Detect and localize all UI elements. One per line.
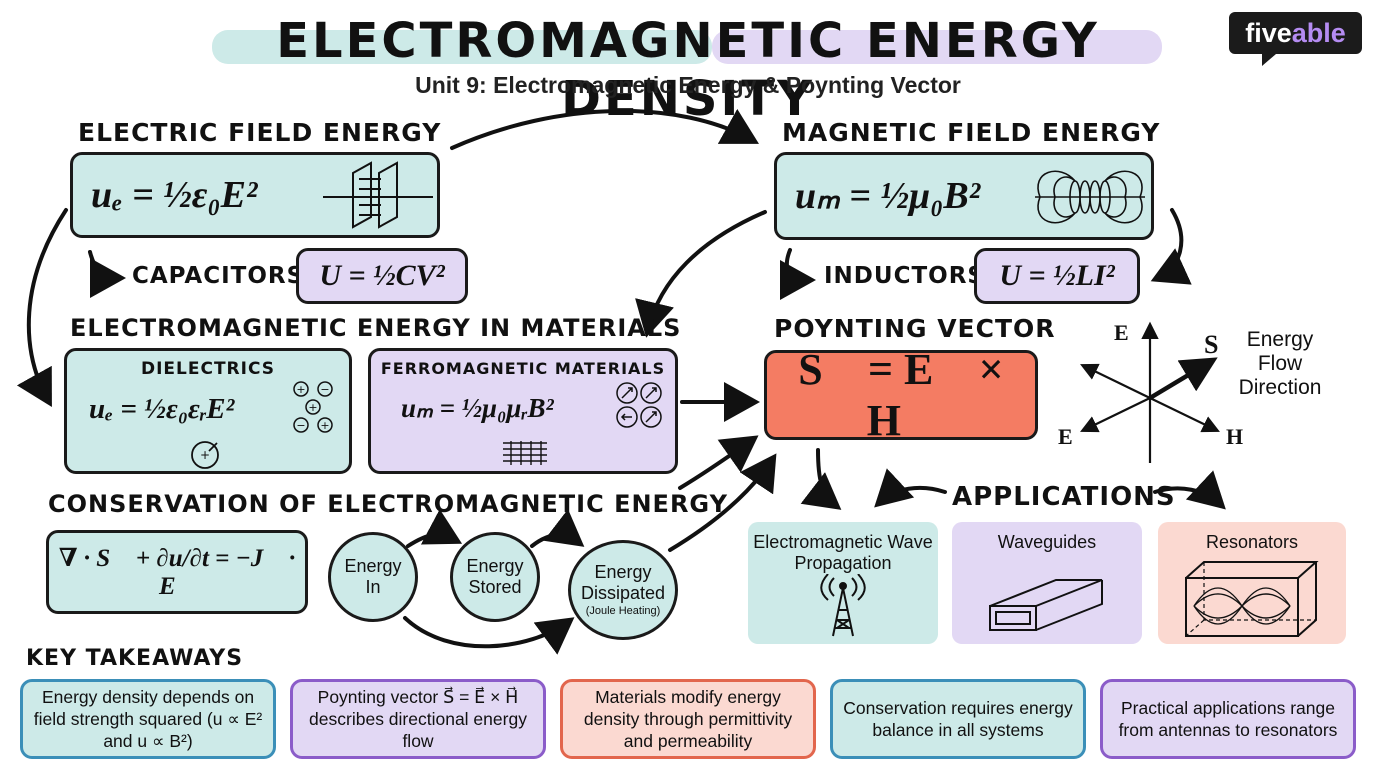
dielectrics-formula: uₑ = ½ε₀εᵣE²: [89, 393, 235, 425]
aligned-dipoles-icon: [503, 441, 547, 465]
dipole-charges-icon: +−+−+: [293, 381, 333, 433]
takeaway-text-4: Conservation requires energy balance in …: [843, 698, 1073, 740]
joule-heating-label: (Joule Heating): [585, 605, 661, 617]
svg-text:+: +: [200, 448, 210, 462]
materials-heading: ELECTROMAGNETIC ENERGY IN MATERIALS: [70, 314, 682, 342]
poynting-formula: S⃗ = E⃗ × H⃗: [798, 345, 1004, 445]
takeaway-text-3: Materials modify energy density through …: [583, 687, 793, 751]
svg-text:−: −: [320, 383, 329, 396]
axis-label-h: H⃗: [1226, 424, 1261, 449]
poynting-formula-box: S⃗ = E⃗ × H⃗: [764, 345, 1038, 445]
application-resonators: Resonators: [1158, 522, 1346, 644]
application-label-resonators: Resonators: [1205, 532, 1299, 552]
polarized-atom-icon: +: [191, 441, 219, 469]
electric-heading: ELECTRIC FIELD ENERGY: [78, 118, 442, 147]
application-waveguides: Waveguides: [952, 522, 1142, 644]
takeaway-card-1: Energy density depends on field strength…: [20, 679, 276, 759]
capacitors-formula: U = ½CV²: [319, 259, 445, 292]
poynting-heading: POYNTING VECTOR: [774, 314, 1056, 343]
magnetic-heading: MAGNETIC FIELD ENERGY: [782, 118, 1161, 147]
cavity-resonator-icon: [1185, 561, 1319, 637]
svg-text:+: +: [296, 383, 305, 396]
inductors-formula: U = ½LI²: [999, 259, 1115, 292]
applications-heading: APPLICATIONS: [952, 482, 1176, 512]
energy-stored-node: Energy Stored: [450, 532, 540, 622]
logo-text-five: five: [1245, 17, 1292, 48]
energy-in-label: Energy In: [344, 556, 402, 597]
field-axes-diagram: [1080, 321, 1220, 463]
logo-text-able: able: [1291, 17, 1346, 48]
ferromagnetic-box: FERROMAGNETIC MATERIALS uₘ = ½μ₀μᵣB²: [368, 348, 678, 474]
title-highlight-teal: [212, 30, 712, 64]
inductors-label: INDUCTORS: [824, 263, 985, 289]
takeaway-card-2: Poynting vector S⃗ = E⃗ × H⃗ describes d…: [290, 679, 546, 759]
solenoid-field-icon: [1035, 170, 1145, 224]
inductors-formula-box: U = ½LI²: [974, 248, 1140, 304]
axis-label-e-top: E⃗: [1114, 320, 1146, 345]
takeaway-card-3: Materials modify energy density through …: [560, 679, 816, 759]
energy-dissipated-label: Energy Dissipated: [580, 562, 666, 603]
conservation-heading: CONSERVATION OF ELECTROMAGNETIC ENERGY: [48, 490, 728, 518]
takeaways-heading: KEY TAKEAWAYS: [26, 646, 244, 671]
takeaway-card-4: Conservation requires energy balance in …: [830, 679, 1086, 759]
capacitor-plates-icon: [323, 161, 433, 229]
dielectrics-title: DIELECTRICS: [140, 359, 276, 379]
application-label-wave: Electromagnetic Wave Propagation: [753, 532, 933, 573]
svg-text:+: +: [308, 401, 317, 414]
conservation-formula-box: ∇ · S⃗ + ∂u/∂t = −J⃗ · E⃗: [46, 530, 308, 614]
page-subtitle: Unit 9: Electromagnetic Energy & Poyntin…: [415, 72, 961, 98]
energy-dissipated-node: Energy Dissipated (Joule Heating): [568, 540, 678, 640]
svg-text:−: −: [296, 419, 305, 432]
takeaway-card-5: Practical applications range from antenn…: [1100, 679, 1356, 759]
ferromagnetic-title: FERROMAGNETIC MATERIALS: [380, 359, 666, 378]
axis-label-s: S⃗: [1204, 330, 1239, 359]
electric-formula: uₑ = ½ε₀E²: [91, 174, 258, 216]
axis-label-e-bottom: E⃗: [1058, 424, 1090, 449]
logo-tail: [1262, 54, 1276, 66]
page-title: ELECTROMAGNETIC ENERGY DENSITY: [276, 13, 1100, 127]
takeaway-text-1: Energy density depends on field strength…: [33, 687, 263, 751]
energy-in-node: Energy In: [328, 532, 418, 622]
title-highlight-lavender: [712, 30, 1162, 64]
ferromagnetic-formula: uₘ = ½μ₀μᵣB²: [401, 393, 554, 423]
capacitors-formula-box: U = ½CV²: [296, 248, 468, 304]
antenna-tower-icon: [820, 574, 866, 637]
takeaway-text-5: Practical applications range from antenn…: [1118, 698, 1338, 740]
svg-text:+: +: [320, 419, 329, 432]
takeaway-text-2: Poynting vector S⃗ = E⃗ × H⃗ describes d…: [309, 687, 527, 751]
dielectrics-box: DIELECTRICS uₑ = ½ε₀εᵣE² +−+−+ +: [64, 348, 352, 474]
electric-formula-box: uₑ = ½ε₀E²: [70, 152, 440, 238]
application-label-waveguides: Waveguides: [997, 532, 1097, 552]
energy-flow-label: Energy Flow Direction: [1238, 328, 1322, 399]
conservation-formula: ∇ · S⃗ + ∂u/∂t = −J⃗ · E⃗: [58, 545, 296, 600]
magnetic-formula: uₘ = ½μ₀B²: [795, 175, 981, 217]
magnetic-domains-icon: [616, 382, 662, 428]
magnetic-formula-box: uₘ = ½μ₀B²: [774, 152, 1154, 240]
waveguide-icon: [989, 579, 1103, 631]
energy-stored-label: Energy Stored: [466, 556, 524, 597]
capacitors-label: CAPACITORS: [132, 263, 305, 289]
